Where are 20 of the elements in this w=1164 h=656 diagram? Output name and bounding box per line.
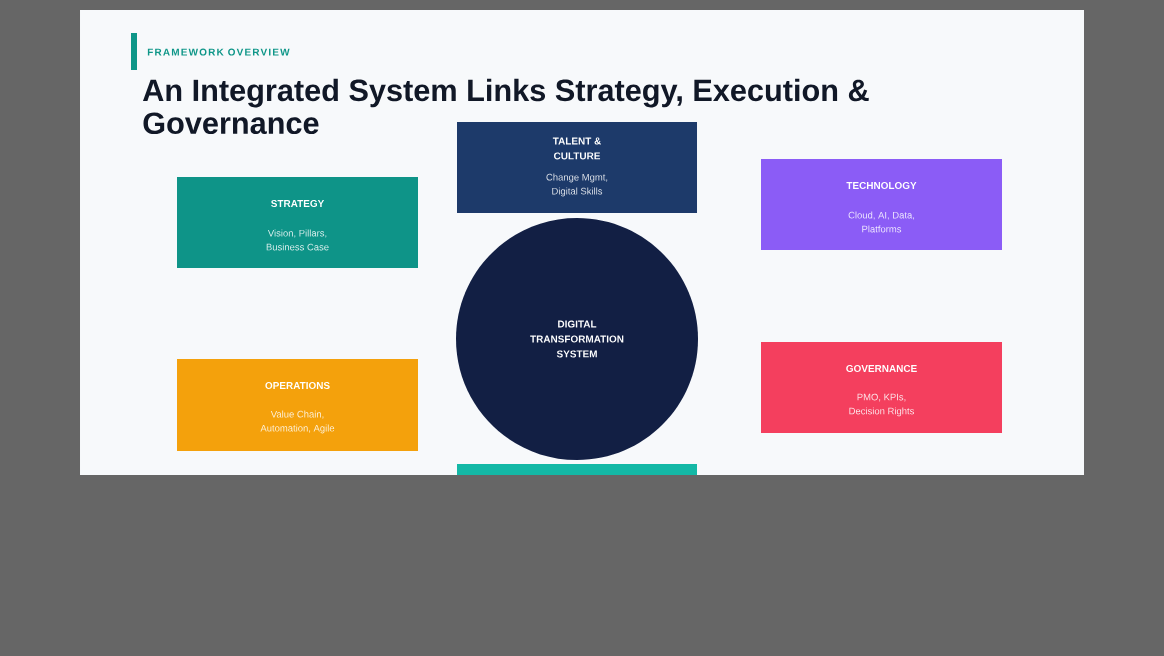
box-heading: STRATEGY [271, 199, 325, 207]
box-description: Cloud, AI, Data, Platforms [848, 211, 915, 233]
category-box [177, 177, 418, 268]
box-description: Vision, Pillars, Business Case [266, 229, 329, 251]
category-box [761, 159, 1002, 250]
box-heading: GOVERNANCE [846, 364, 917, 372]
category-box [177, 359, 418, 451]
category-box [761, 342, 1002, 433]
box-description: Value Chain, Automation, Agile [260, 410, 335, 434]
category-box [457, 122, 697, 213]
slide-title: An Integrated System Links Strategy, Execution & Governance [142, 78, 869, 135]
box-description: Change Mgmt, Digital Skills [546, 173, 608, 197]
category-box [457, 464, 697, 475]
box-description: PMO, KPIs, Decision Rights [849, 393, 914, 417]
center-circle [456, 218, 698, 460]
circle-label: DIGITAL TRANSFORMATION SYSTEM [530, 320, 624, 358]
box-heading: OPERATIONS [265, 381, 330, 389]
box-heading: TECHNOLOGY [846, 181, 917, 189]
section-label: FRAMEWORK OVERVIEW [147, 48, 290, 56]
box-heading: TALENT & CULTURE [552, 137, 601, 160]
